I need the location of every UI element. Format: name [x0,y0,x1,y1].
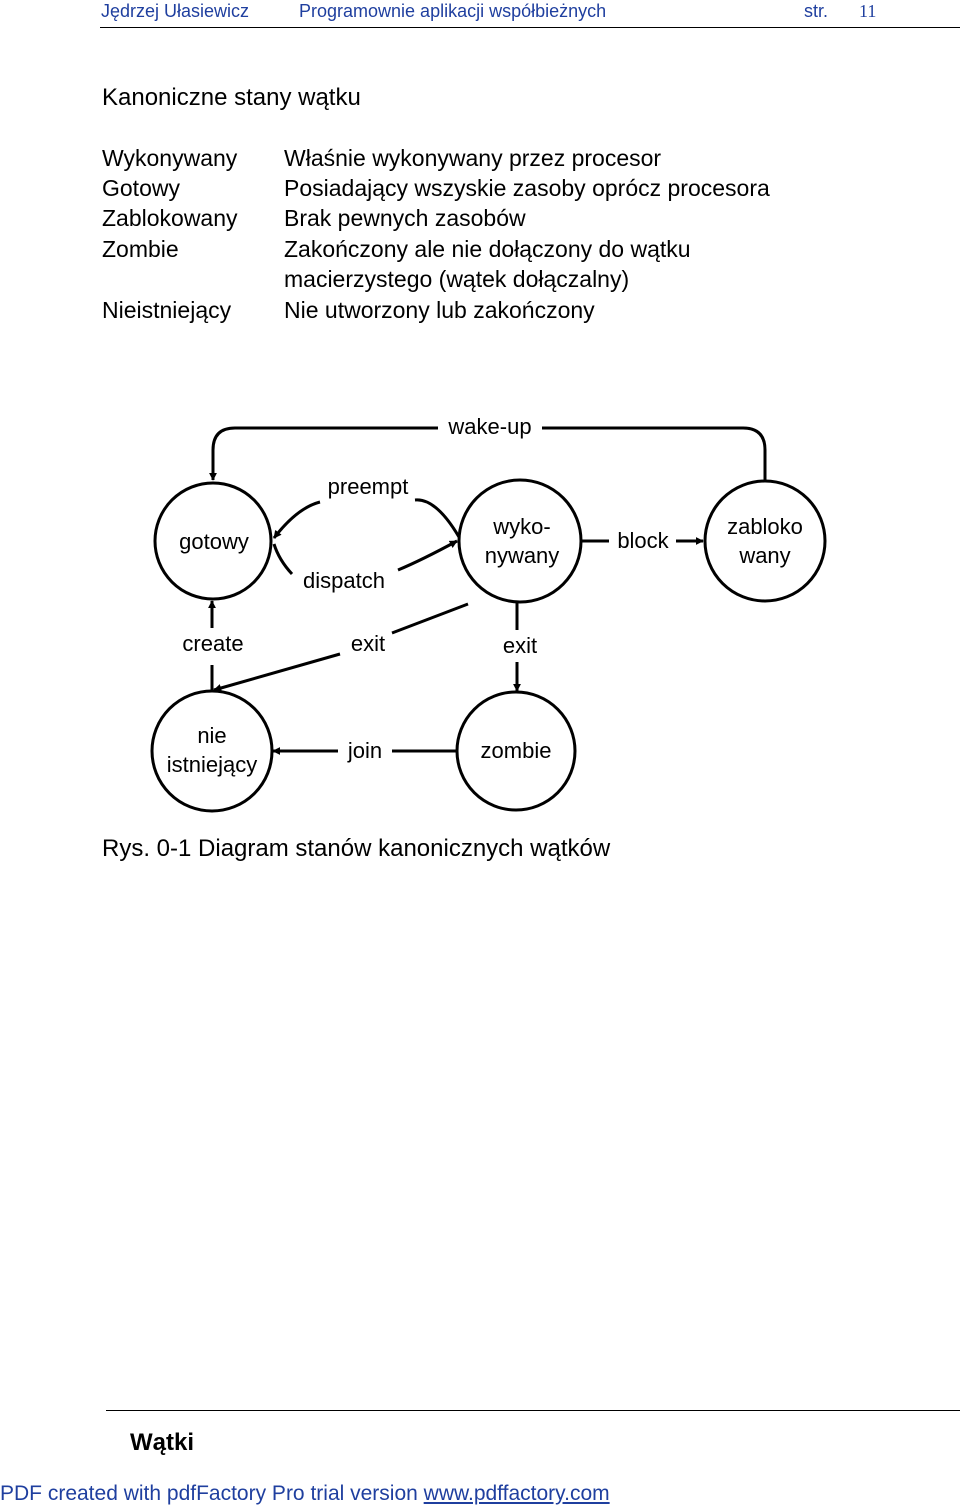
edge-dispatch-left [272,543,294,576]
header-author: Jędrzej Ułasiewicz [101,1,250,21]
node-label-wykonywany-2: nywany [485,543,560,568]
state-def-zombie: Zakończony ale nie dołączony do wątku [284,236,691,262]
pdf-note: PDF created with pdfFactory Pro trial ve… [0,1482,424,1505]
edge-label-dispatch: dispatch [303,568,385,593]
node-label-gotowy: gotowy [179,529,249,554]
edge-wake-up-left [209,426,438,481]
node-label-zablokowany-2: wany [738,543,790,568]
edge-label-create: create [182,631,243,656]
state-def-zablokowany: Brak pewnych zasobów [284,205,526,231]
edge-label-exit-left: exit [351,631,385,656]
header-page-prefix: str. [804,1,829,21]
header-page-number: 11 [859,1,877,21]
node-gotowy [153,481,273,601]
node-label-nieistniejacy-2: istniejący [167,752,257,777]
footer-rule [106,1410,960,1411]
state-def-zombie-cont: macierzystego (wątek dołączalny) [284,266,630,292]
node-zablokowany [703,479,827,603]
pdf-link[interactable]: www.pdffactory.com [423,1482,610,1505]
state-term-zombie: Zombie [102,236,179,262]
pdf-watermark: PDF created with pdfFactory Pro trial ve… [0,1482,610,1506]
edge-label-wake-up: wake-up [447,414,531,439]
state-term-zablokowany: Zablokowany [102,205,238,231]
node-nieistniejacy [150,689,274,813]
footer-section-title: Wątki [130,1429,195,1456]
node-label-zablokowany-1: zabloko [727,514,803,539]
edge-label-preempt: preempt [328,474,409,499]
edge-label-exit-right: exit [503,633,537,658]
edge-label-block: block [617,528,669,553]
node-wykonywany [457,478,583,604]
edge-wake-up-right [542,426,767,480]
edge-exit-left-upper [391,602,469,635]
edge-exit-left-lower [213,652,341,692]
state-diagram: gotowy wyko- nywany zabloko wany nie ist… [150,414,827,813]
node-label-nieistniejacy-1: nie [197,723,226,748]
edge-preempt-right [414,498,461,538]
state-term-wykonywany: Wykonywany [102,145,238,171]
edge-dispatch-right [397,539,458,572]
state-def-gotowy: Posiadający wszyskie zasoby oprócz proce… [284,175,770,201]
edge-label-join: join [347,738,382,763]
edge-preempt-left [272,500,321,539]
section-title: Kanoniczne stany wątku [102,84,361,111]
figure-caption: Rys. 0-1 Diagram stanów kanonicznych wąt… [102,835,611,862]
header-rule [100,27,960,28]
state-def-wykonywany: Właśnie wykonywany przez procesor [284,145,662,171]
header-course: Programownie aplikacji współbieżnych [299,1,607,21]
state-term-gotowy: Gotowy [102,175,180,201]
node-label-zombie: zombie [481,738,552,763]
node-label-wykonywany-1: wyko- [492,514,550,539]
state-term-nieistniejacy: Nieistniejący [102,297,232,323]
state-def-nieistniejacy: Nie utworzony lub zakończony [284,297,595,323]
